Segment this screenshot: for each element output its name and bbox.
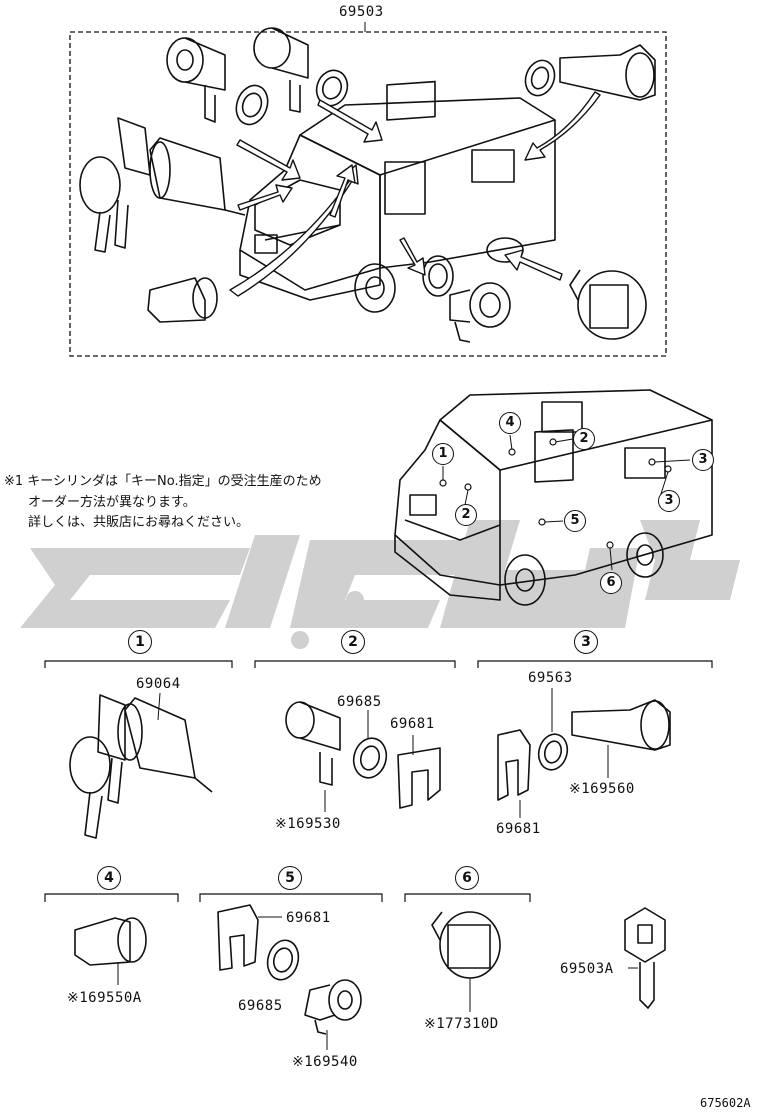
callout-3b: 3 [658,490,680,512]
part-69685-s2: 69685 [337,694,382,710]
part-169560: ※169560 [569,781,635,797]
order-note-line-2: オーダー方法が異なります。 [28,495,196,510]
section-1-number: 1 [128,630,152,654]
key-drawing [624,907,666,1009]
overview-arrows [229,91,601,297]
section-2-number: 2 [341,630,365,654]
part-69503A: 69503A [560,961,614,977]
section-3-number: 3 [574,630,598,654]
part-69685-s5: 69685 [238,998,283,1014]
overview-van [239,80,556,313]
callout-van [394,389,713,606]
part-169530: ※169530 [275,816,341,832]
section-6-number: 6 [455,866,479,890]
section-brackets [44,660,713,902]
order-note-line-3: 詳しくは、共販店にお尋ねください。 [28,515,250,530]
section-5-number: 5 [278,866,302,890]
callout-3a: 3 [692,449,714,471]
section6-drawing [431,911,501,1012]
part-69681-s2: 69681 [390,716,435,732]
section-4-number: 4 [97,866,121,890]
section2-drawing [285,701,441,812]
order-note-line-1: ※1 キーシリンダは「キーNo.指定」の受注生産のため [4,474,322,489]
section1-drawing [69,692,213,839]
section3-drawing [497,688,671,818]
section4-drawing [74,917,147,985]
part-69681-s5: 69681 [286,910,331,926]
catalog-number: 675602A [700,1096,751,1110]
part-69681-s3: 69681 [496,821,541,837]
watermark-logo [20,520,740,649]
part-177310D: ※177310D [424,1016,499,1032]
callout-2b: 2 [573,428,595,450]
part-69064: 69064 [136,676,181,692]
callout-1: 1 [432,443,454,465]
callout-leaders [442,434,691,571]
overview-frame [69,31,667,357]
section5-drawing [217,904,362,1050]
callout-5: 5 [564,510,586,532]
callout-dots [439,438,672,549]
callout-4: 4 [499,412,521,434]
part-69563: 69563 [528,670,573,686]
overview-parts [79,27,656,343]
part-169550A: ※169550A [67,990,142,1006]
assembly-part-number: 69503 [339,4,384,20]
part-169540: ※169540 [292,1054,358,1070]
callout-6: 6 [600,572,622,594]
callout-2a: 2 [455,504,477,526]
